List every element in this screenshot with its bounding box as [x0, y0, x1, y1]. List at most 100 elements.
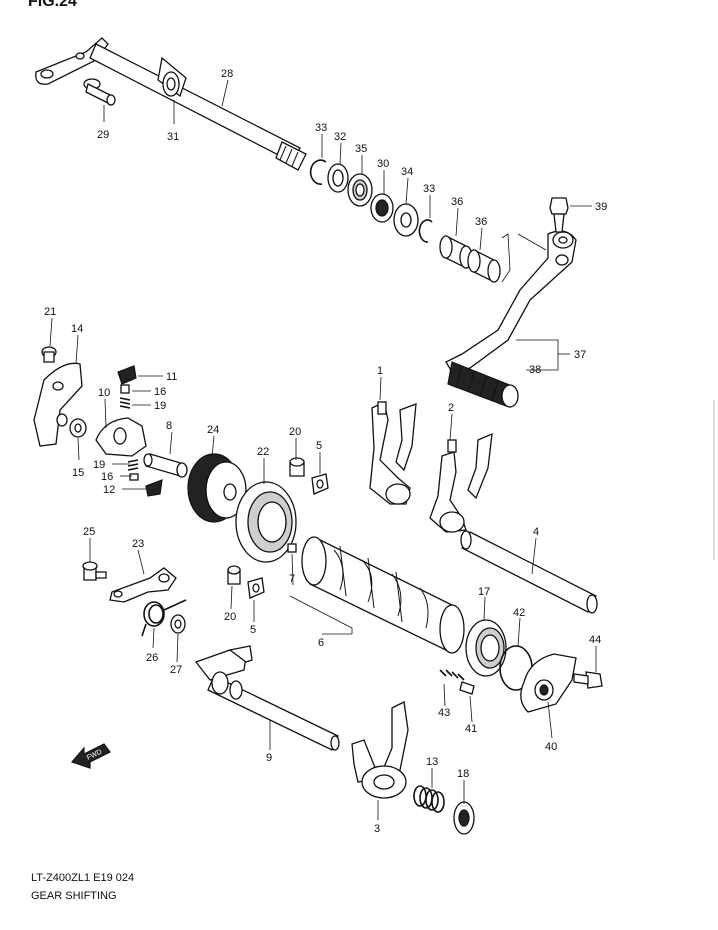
fork-shaft-4 — [460, 530, 598, 614]
part-label-22: 22 — [257, 446, 269, 458]
part-label-35: 35 — [355, 143, 367, 155]
washer-5b — [247, 577, 265, 599]
part-label-5a: 5 — [316, 440, 322, 452]
seal-30 — [370, 193, 394, 223]
part-label-34: 34 — [401, 166, 413, 178]
part-label-18: 18 — [457, 768, 469, 780]
shift-fork-1 — [369, 401, 417, 505]
bearing-18 — [453, 801, 475, 835]
gearshift-cam-6 — [301, 536, 465, 654]
washer-27 — [170, 614, 186, 634]
washer-5a — [311, 473, 329, 495]
part-label-15: 15 — [72, 467, 84, 479]
part-label-21: 21 — [44, 306, 56, 318]
part-label-31: 31 — [167, 131, 179, 143]
part-label-44: 44 — [589, 634, 601, 646]
part-label-36b: 36 — [475, 216, 487, 228]
part-label-38: 38 — [529, 364, 541, 376]
part-label-41: 41 — [465, 723, 477, 735]
part-label-17: 17 — [478, 586, 490, 598]
pin-16a — [120, 384, 130, 394]
part-label-10: 10 — [98, 387, 110, 399]
footer-code: LT-Z400ZL1 E19 024 — [31, 872, 134, 884]
part-label-5b: 5 — [250, 624, 256, 636]
part-label-2: 2 — [448, 402, 454, 414]
part-label-30: 30 — [377, 158, 389, 170]
part-label-27: 27 — [170, 664, 182, 676]
bolt-20b — [227, 565, 241, 585]
bolt-29 — [83, 78, 116, 106]
part-label-16b: 16 — [101, 471, 113, 483]
bolt-21 — [41, 346, 57, 363]
plate-23 — [109, 567, 177, 603]
part-label-7: 7 — [289, 573, 295, 585]
part-label-20a: 20 — [289, 426, 301, 438]
washer-34 — [393, 203, 419, 237]
bolt-25 — [82, 561, 107, 581]
bolt-39 — [549, 197, 569, 233]
part-label-42: 42 — [513, 607, 525, 619]
part-label-25: 25 — [83, 526, 95, 538]
cover-40 — [520, 653, 577, 713]
pin-8 — [143, 453, 188, 478]
rubber-38 — [447, 361, 519, 408]
part-label-19a: 19 — [154, 400, 166, 412]
figure-title: FIG.24 — [28, 0, 77, 10]
spring-19a — [119, 397, 131, 409]
cam-stopper-10 — [95, 417, 147, 457]
footer-name: GEAR SHIFTING — [31, 890, 117, 902]
part-label-20b: 20 — [224, 611, 236, 623]
part-label-1: 1 — [377, 365, 383, 377]
part-label-12: 12 — [103, 484, 115, 496]
bolt-20a — [289, 457, 305, 477]
pin-16b — [129, 473, 139, 481]
part-label-23: 23 — [132, 538, 144, 550]
part-label-9: 9 — [266, 752, 272, 764]
part-label-6: 6 — [318, 637, 324, 649]
washer-32 — [327, 163, 349, 193]
bearing-22 — [235, 481, 297, 563]
part-label-8: 8 — [166, 420, 172, 432]
bolt-44 — [573, 671, 603, 689]
bushing-36b — [467, 248, 501, 284]
stopper-plate-14 — [33, 362, 83, 447]
part-label-26: 26 — [146, 652, 158, 664]
part-labels: 28 29 31 33 32 35 30 34 33 36 36 39 37 3… — [44, 68, 607, 835]
part-label-19b: 19 — [93, 459, 105, 471]
stopper-11 — [117, 365, 137, 385]
pin-7 — [287, 543, 297, 553]
part-label-33a: 33 — [315, 122, 327, 134]
pin-41 — [459, 681, 475, 695]
spring-26 — [141, 599, 187, 637]
part-label-16a: 16 — [154, 386, 166, 398]
part-label-32: 32 — [334, 131, 346, 143]
part-label-37: 37 — [574, 349, 586, 361]
circlip-33a — [309, 159, 327, 185]
part-label-33b: 33 — [423, 183, 435, 195]
bearing-17 — [465, 619, 507, 677]
spring-43 — [439, 669, 465, 681]
shift-fork-3 — [351, 701, 409, 799]
part-label-29: 29 — [97, 129, 109, 141]
part-label-3: 3 — [374, 823, 380, 835]
fork-shaft-9 — [194, 645, 340, 751]
bearing-35 — [347, 173, 373, 207]
part-label-36a: 36 — [451, 196, 463, 208]
spring-19b — [127, 459, 139, 471]
part-label-13: 13 — [426, 756, 438, 768]
part-label-43: 43 — [438, 707, 450, 719]
spring-13 — [413, 785, 445, 813]
bushing-36a — [439, 234, 473, 270]
cam-driven-gear-24 — [187, 453, 247, 523]
part-label-40: 40 — [545, 741, 557, 753]
part-label-24: 24 — [207, 424, 219, 436]
stopper-12 — [145, 479, 163, 497]
shift-fork-2 — [429, 432, 493, 533]
seal-ring-31 — [157, 56, 187, 98]
gear-shift-shaft — [35, 37, 307, 171]
circlip-33b — [418, 219, 433, 243]
part-label-39: 39 — [595, 201, 607, 213]
washer-15 — [69, 418, 87, 438]
part-label-11: 11 — [166, 371, 177, 383]
